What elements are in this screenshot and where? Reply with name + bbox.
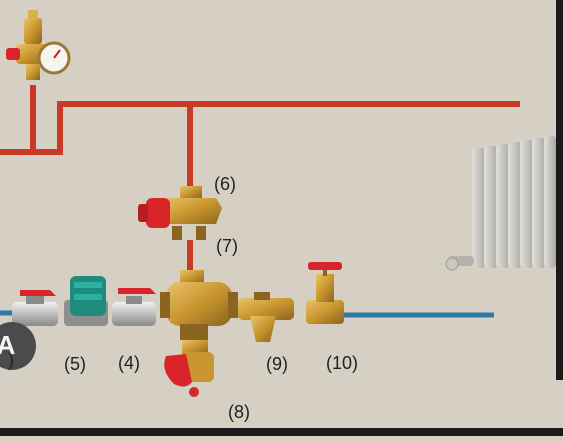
actuator-8 [164,340,214,397]
watermark-badge: A [0,322,36,370]
label-8: (8) [228,402,250,422]
supply-pipe [0,85,520,275]
label-5: (5) [64,354,86,374]
screen-edge-bottom [0,428,563,436]
label-6: (6) [214,174,236,194]
balancing-valve-6 [138,186,222,240]
screen-edge-right [556,0,563,380]
mixing-valve-7 [160,270,238,340]
valve-handle-red [20,290,56,296]
radiator [445,136,556,271]
valve-handle-red [118,288,156,294]
balancing-valve-body [160,198,222,224]
label-9: (9) [266,354,288,374]
gate-valve-handwheel [308,262,342,270]
circulation-pump-5 [64,276,108,326]
ball-valve-1 [12,290,58,326]
mixing-valve-body [166,282,232,326]
strainer-9 [238,292,294,342]
safety-stem [26,64,40,80]
actuator-cap-red [164,354,192,387]
safety-valve-red [6,48,20,60]
label-4: (4) [118,353,140,373]
manometer-needle [53,49,61,59]
gate-valve-bonnet [316,274,334,302]
ball-valve-4 [112,288,156,326]
gate-valve-10 [306,262,344,324]
handwheel-red [146,198,170,228]
air-vent-cap [28,10,38,20]
safety-group [6,10,71,80]
supply-main-line [0,101,520,155]
label-1-partial: ) [8,350,14,370]
badge-letter: A [0,330,16,360]
return-pipe [0,310,494,318]
air-vent-body [24,18,42,44]
label-10: (10) [326,353,359,373]
strainer-body [250,316,276,342]
label-7: (7) [216,236,238,256]
